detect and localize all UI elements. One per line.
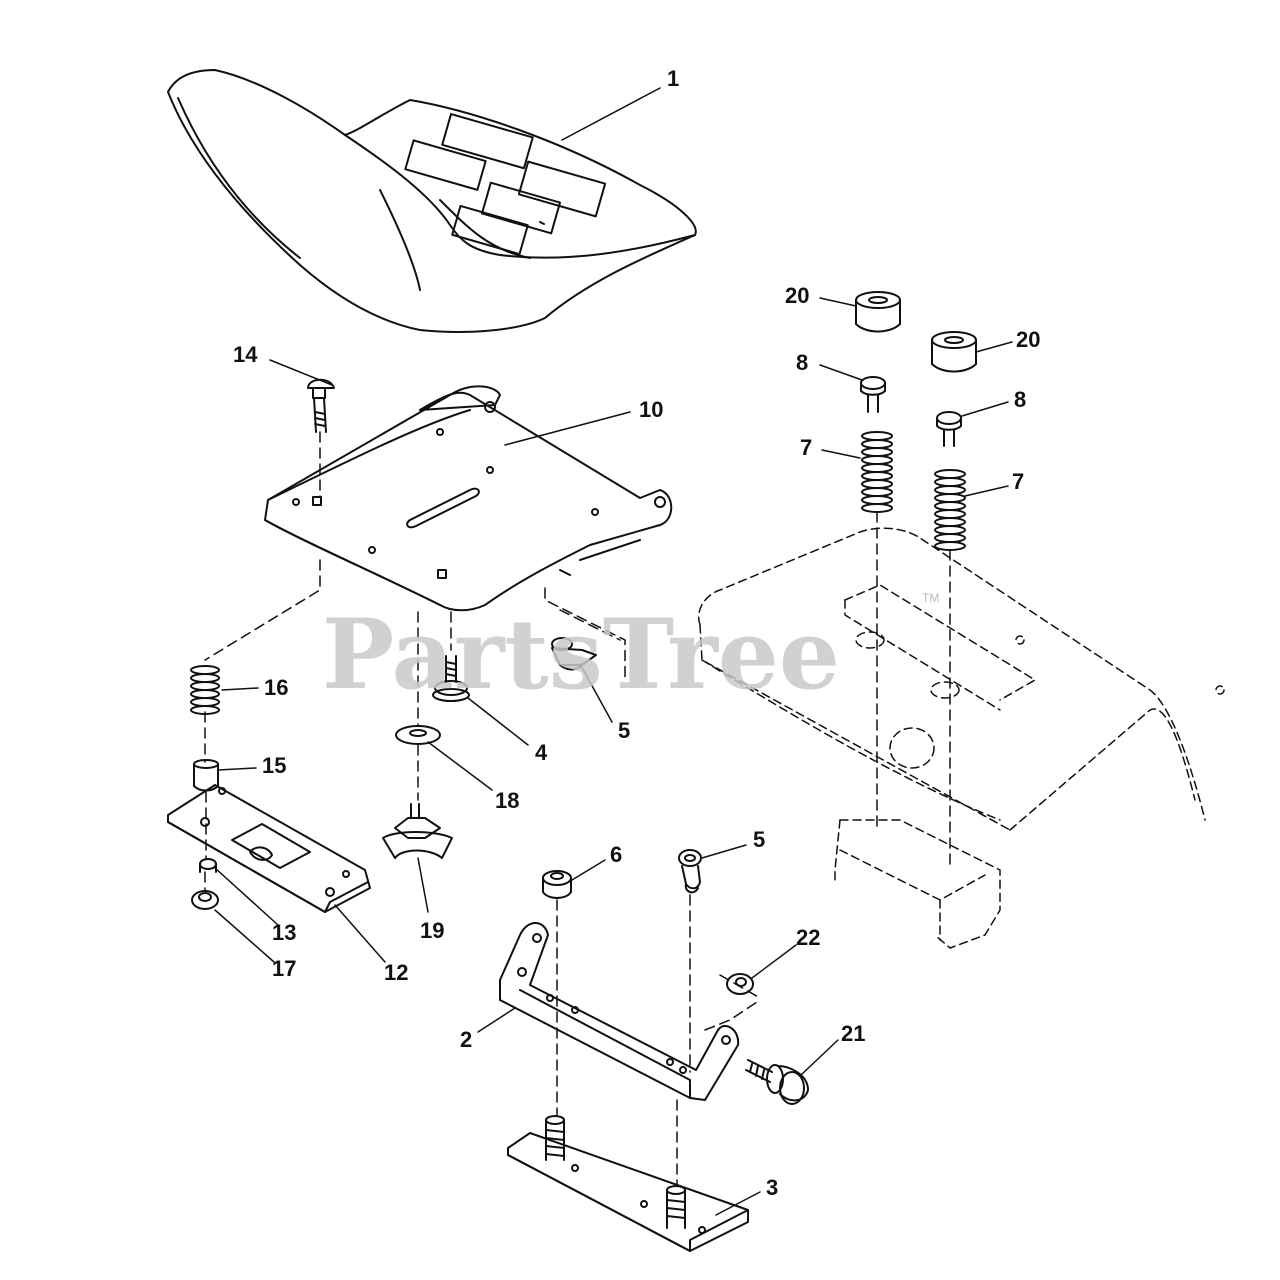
callout-8-left: 8: [796, 350, 808, 375]
flange-nut-17-part: [192, 891, 218, 909]
hex-bolt-8-left-part: [861, 377, 885, 412]
callout-20-left: 20: [785, 283, 809, 308]
bushing-20-left-part: [856, 292, 900, 332]
seat-hinge-bracket-part: [500, 923, 738, 1100]
callout-19: 19: [420, 918, 444, 943]
hex-nut-22-part: [727, 974, 753, 994]
callout-5-upper: 5: [618, 718, 630, 743]
callout-8-right: 8: [1014, 387, 1026, 412]
watermark-tm-text: TM: [922, 591, 939, 605]
callout-1: 1: [667, 66, 679, 91]
callout-12: 12: [384, 960, 408, 985]
washer-part: [396, 726, 440, 744]
callout-3: 3: [766, 1175, 778, 1200]
seat-clip-upper-part: [552, 638, 596, 670]
shoulder-bolt-21-part: [746, 1060, 808, 1104]
callout-13: 13: [272, 920, 296, 945]
seat-pan-part: [265, 386, 671, 610]
mounting-plate-part: [508, 1116, 748, 1251]
callout-6: 6: [610, 842, 622, 867]
assembly-dashed-lines: [204, 431, 951, 1186]
seat-clip-lower-part: [679, 850, 701, 892]
callout-21: 21: [841, 1021, 865, 1046]
callout-5-lower: 5: [753, 827, 765, 852]
nut-13-part: [200, 859, 216, 872]
fender-frame-phantom-part: [699, 528, 1224, 948]
callout-leader-lines: [214, 87, 1013, 1216]
callout-2: 2: [460, 1027, 472, 1052]
seat-part: [168, 70, 696, 332]
watermark-text: PartsTree: [322, 598, 840, 711]
callout-14: 14: [233, 342, 258, 367]
adjustment-knob-part: [383, 804, 452, 858]
spring-7-left-part: [862, 432, 892, 512]
callout-15: 15: [262, 753, 286, 778]
hex-bolt-8-right-part: [937, 412, 961, 446]
lock-nut-6-part: [543, 871, 571, 898]
callout-10: 10: [639, 397, 663, 422]
callout-20-right: 20: [1016, 327, 1040, 352]
carriage-bolt-part: [308, 380, 334, 432]
spring-7-right-part: [935, 470, 965, 550]
callout-18: 18: [495, 788, 519, 813]
callout-labels: 1 10 14 16 15 4 18 19 5 13 17 12 20 20 8…: [233, 66, 1040, 1200]
small-spring-part: [191, 666, 219, 714]
shoulder-bolt-part: [433, 656, 469, 701]
callout-7-right: 7: [1012, 469, 1024, 494]
callout-17: 17: [272, 956, 296, 981]
slide-bracket-part: [168, 785, 370, 912]
callout-4: 4: [535, 740, 548, 765]
partstree-watermark: PartsTree: [322, 598, 840, 711]
watermark-tm: TM: [922, 591, 939, 605]
callout-7-left: 7: [800, 435, 812, 460]
callout-22: 22: [796, 925, 820, 950]
bushing-20-right-part: [932, 332, 976, 372]
callout-16: 16: [264, 675, 288, 700]
